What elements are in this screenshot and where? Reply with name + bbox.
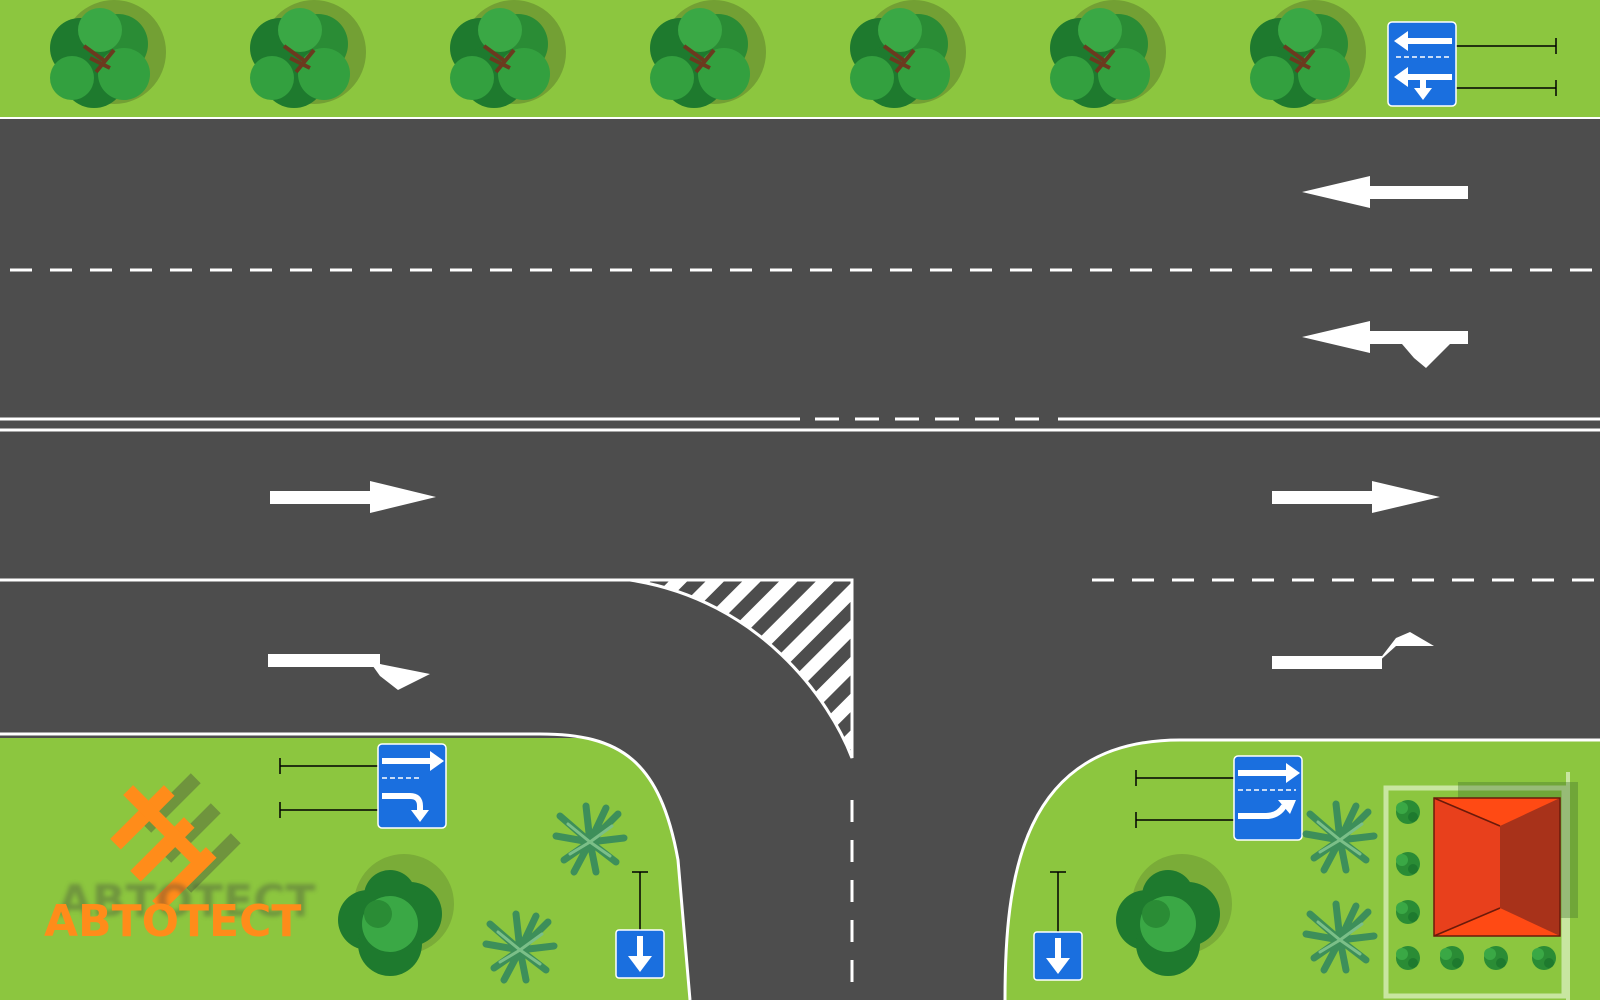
logo-text: АВТОТЕСТ	[44, 896, 302, 947]
lane-directions-sign-bottom-left	[279, 743, 447, 829]
lane-arrow-right-left	[270, 481, 436, 513]
lane-directions-sign-top-right	[1387, 21, 1557, 107]
logo-text-shadow: АВТОТЕСТ	[58, 876, 316, 927]
lane-direction-down-sign-right	[1033, 871, 1083, 981]
lane-arrow-right-turn	[268, 654, 430, 690]
house	[1383, 772, 1578, 1000]
hatched-island	[629, 578, 854, 759]
curb-left	[0, 732, 692, 1000]
lane-arrow-right-right	[1272, 481, 1440, 513]
logo-mark	[110, 773, 241, 912]
lane-arrow-right-curve	[1272, 632, 1434, 669]
lane-arrow-left-top	[1302, 176, 1468, 208]
lane-direction-down-sign-left	[615, 871, 665, 979]
curb-right	[1003, 738, 1600, 1000]
side-road	[0, 700, 1600, 1000]
lane-arrow-left-turn	[1302, 321, 1468, 368]
lane-directions-sign-bottom-right	[1135, 755, 1303, 841]
